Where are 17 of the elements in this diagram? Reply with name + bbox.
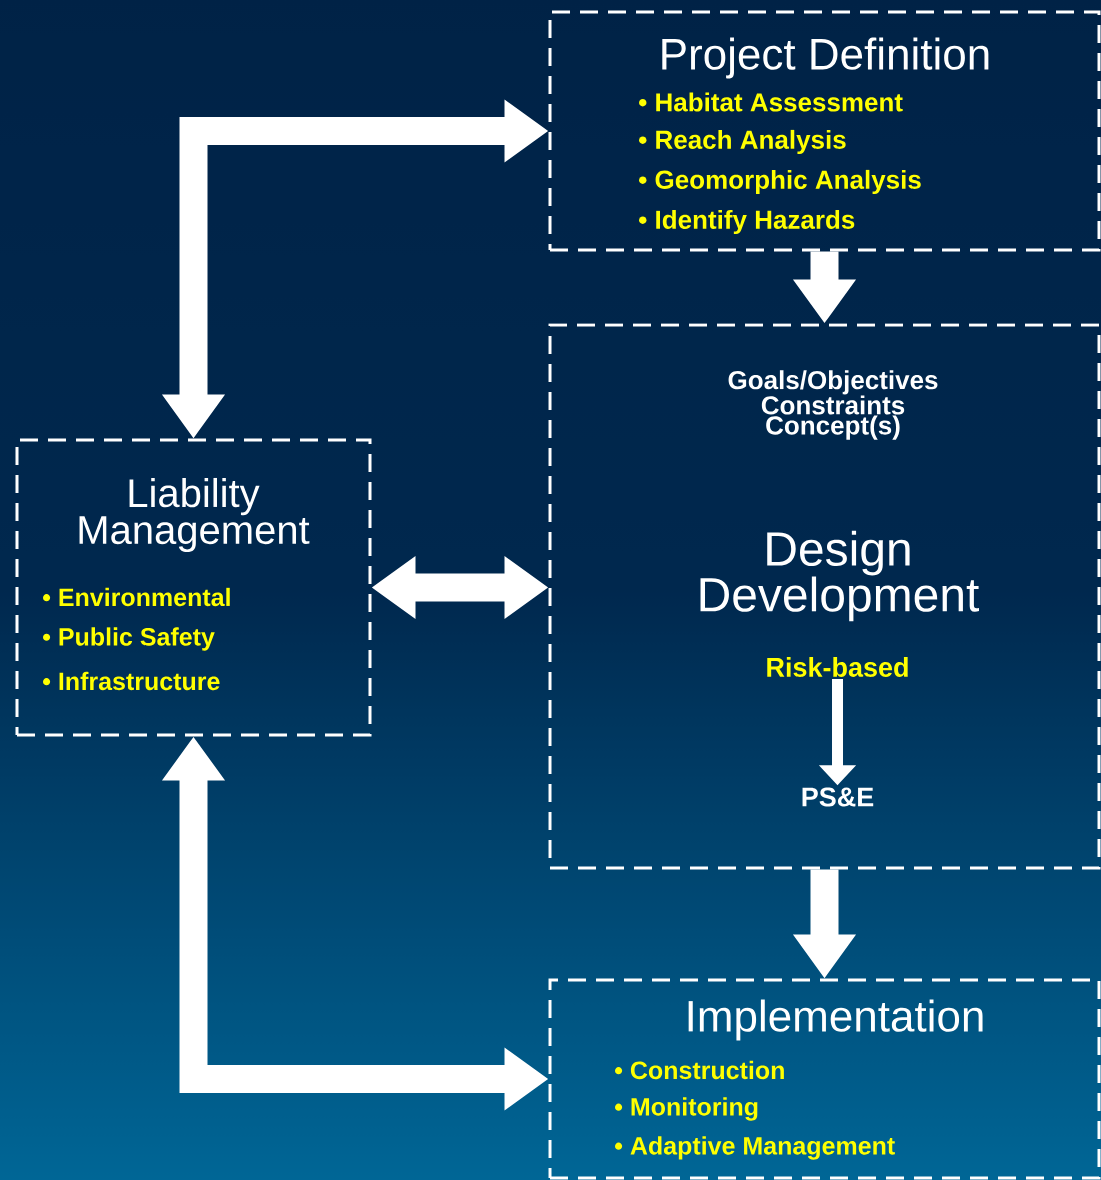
box-title: Implementation xyxy=(688,999,983,1041)
bullet-item: • Monitoring xyxy=(615,1097,758,1121)
stage-label: Risk-based xyxy=(767,657,908,677)
box-title: Project Definition xyxy=(662,37,989,79)
bullet-item: • Public Safety xyxy=(43,627,215,651)
item-list: Goals/Objectives Constraints Concept(s) xyxy=(728,370,938,440)
bullet-item: • Infrastructure xyxy=(43,671,220,691)
bullet-item: • Adaptive Management xyxy=(615,1136,895,1160)
bullet-item: • Reach Analysis xyxy=(639,129,846,155)
box-title: Liability Management xyxy=(79,477,310,553)
box-title: Design Development xyxy=(700,530,979,622)
bullet-item: • Habitat Assessment xyxy=(639,92,903,112)
stage-label: PS&E xyxy=(802,787,874,807)
bullet-item: • Identify Hazards xyxy=(639,209,855,235)
bullet-item: • Construction xyxy=(615,1060,784,1080)
bullet-item: • Geomorphic Analysis xyxy=(639,169,921,195)
bullet-item: • Environmental xyxy=(43,587,230,607)
